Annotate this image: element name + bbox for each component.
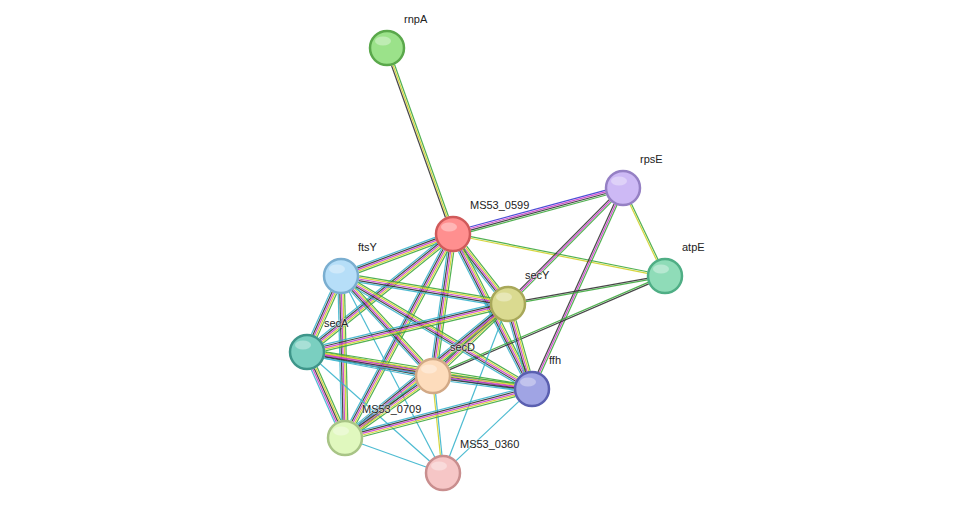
evidence-line xyxy=(456,401,519,460)
interaction-edge xyxy=(630,204,658,260)
evidence-line xyxy=(434,394,440,455)
node-circle xyxy=(605,170,641,206)
node-label: rnpA xyxy=(404,13,427,25)
node-circle xyxy=(425,455,461,491)
node-label: MS53_0599 xyxy=(470,199,529,211)
evidence-line xyxy=(363,395,515,435)
evidence-line xyxy=(631,204,657,260)
node-label: MS53_0360 xyxy=(460,438,519,450)
evidence-line xyxy=(395,64,449,216)
node-circle xyxy=(435,216,471,252)
evidence-line xyxy=(449,321,501,456)
node-circle xyxy=(647,258,683,294)
evidence-line xyxy=(320,364,429,461)
node-label: atpE xyxy=(682,241,705,253)
evidence-line xyxy=(526,278,648,300)
evidence-line xyxy=(511,322,525,372)
evidence-line xyxy=(510,322,524,372)
node-label: MS53_0709 xyxy=(362,403,421,415)
evidence-line xyxy=(317,367,340,420)
evidence-line xyxy=(451,380,514,388)
interaction-edge xyxy=(538,204,617,374)
evidence-line xyxy=(448,319,497,366)
evidence-line xyxy=(630,205,656,261)
protein-node: secY xyxy=(490,286,526,322)
evidence-line xyxy=(362,444,426,467)
evidence-line xyxy=(393,65,447,217)
evidence-line xyxy=(313,369,336,422)
evidence-line xyxy=(539,204,615,372)
interaction-edge xyxy=(311,291,336,337)
protein-node: ffh xyxy=(514,371,550,407)
evidence-line xyxy=(362,390,514,430)
protein-node: MS53_0709 xyxy=(327,420,363,456)
interaction-edge xyxy=(520,200,612,293)
evidence-line xyxy=(363,397,515,437)
node-circle xyxy=(289,334,325,370)
protein-node: rpsE xyxy=(605,170,641,206)
node-circle xyxy=(327,420,363,456)
evidence-line xyxy=(470,192,605,229)
node-label: ffh xyxy=(549,354,561,366)
interaction-edge xyxy=(357,313,496,429)
node-circle xyxy=(415,358,451,394)
protein-node: atpE xyxy=(647,258,683,294)
interaction-edge xyxy=(362,444,426,467)
protein-node: rnpA xyxy=(369,30,405,66)
evidence-line xyxy=(358,282,489,304)
protein-node: ftsY xyxy=(323,258,359,294)
evidence-line xyxy=(450,382,513,390)
node-label: rpsE xyxy=(640,153,663,165)
node-label: secY xyxy=(525,269,549,281)
evidence-line xyxy=(541,205,617,373)
evidence-line xyxy=(314,292,333,335)
node-label: secA xyxy=(324,317,348,329)
interaction-edge xyxy=(449,321,501,456)
evidence-line xyxy=(471,193,606,230)
interaction-edge xyxy=(362,390,516,436)
interaction-edge xyxy=(450,375,514,390)
node-circle xyxy=(369,30,405,66)
node-circle xyxy=(323,258,359,294)
evidence-line xyxy=(436,252,451,358)
evidence-line xyxy=(392,65,446,217)
protein-node: MS53_0599 xyxy=(435,216,471,252)
protein-node: MS53_0360 xyxy=(425,455,461,491)
evidence-line xyxy=(360,317,495,428)
node-label: ftsY xyxy=(358,241,377,253)
evidence-line xyxy=(359,315,494,426)
protein-node: secA xyxy=(289,334,325,370)
node-label: secD xyxy=(450,341,475,353)
node-circle xyxy=(514,371,550,407)
evidence-line xyxy=(311,370,334,423)
interaction-edge xyxy=(510,320,530,372)
interaction-edge xyxy=(456,401,519,460)
node-circle xyxy=(490,286,526,322)
evidence-line xyxy=(470,190,605,227)
evidence-line xyxy=(362,392,514,432)
interaction-edge xyxy=(351,287,423,365)
evidence-line xyxy=(358,314,493,425)
interaction-edge xyxy=(320,364,429,461)
interaction-edge xyxy=(434,394,442,455)
protein-node: secD xyxy=(415,358,451,394)
evidence-line xyxy=(316,368,339,421)
evidence-line xyxy=(513,321,527,371)
interaction-edge xyxy=(392,64,449,217)
interaction-edge xyxy=(311,367,340,423)
evidence-line xyxy=(316,293,335,336)
